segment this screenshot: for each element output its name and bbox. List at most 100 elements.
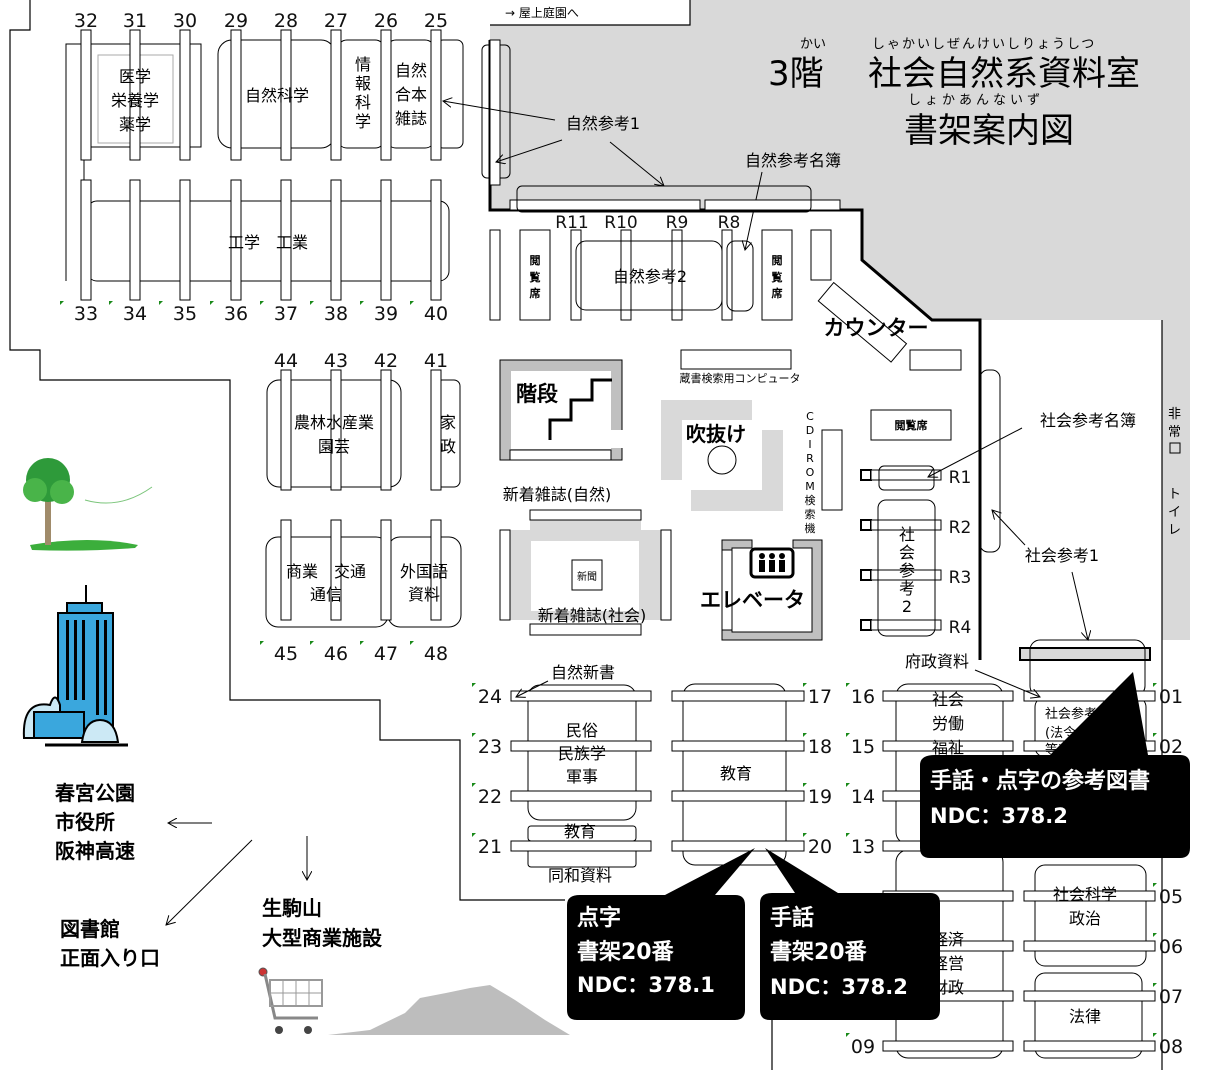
svg-text:市役所: 市役所 [55, 810, 115, 834]
shelf-number: 23 [478, 736, 502, 758]
shelf-number: 21 [478, 836, 502, 858]
svg-text:R9: R9 [666, 213, 689, 233]
shelf-number: 47 [374, 643, 398, 665]
section-natural-science: 自然科学 [245, 86, 309, 105]
svg-text:D: D [806, 424, 814, 437]
svg-text:新着雑誌(社会): 新着雑誌(社会) [538, 606, 647, 625]
svg-text:福祉: 福祉 [932, 738, 964, 757]
section-natural-bound: 自然 [395, 61, 427, 80]
svg-text:栄養学: 栄養学 [111, 91, 159, 110]
svg-text:手話・点字の参考図書: 手話・点字の参考図書 [930, 768, 1150, 794]
svg-text:エレベータ: エレベータ [700, 588, 805, 612]
opac-terminal[interactable] [680, 349, 792, 370]
shelf [510, 790, 652, 802]
shelf [882, 740, 1014, 752]
shelf-number: 27 [324, 10, 348, 32]
svg-text:M: M [805, 480, 815, 493]
shelf-number: 37 [274, 303, 298, 325]
svg-text:R11: R11 [555, 213, 588, 233]
room-name: 社会自然系資料室 [868, 54, 1140, 94]
svg-text:蔵書検索用コンピュータ: 蔵書検索用コンピュータ [680, 371, 801, 385]
svg-text:席: 席 [530, 286, 541, 300]
svg-text:検: 検 [805, 493, 816, 507]
section-agriculture: 農林水産業 [294, 413, 374, 432]
shelf-number: 35 [173, 303, 197, 325]
shelf [280, 29, 292, 161]
rooftop-garden-link[interactable]: → 屋上庭園へ [505, 5, 579, 20]
shelf-number: 34 [123, 303, 147, 325]
staff-area [488, 0, 1190, 661]
svg-text:R3: R3 [949, 568, 972, 588]
shelf-marker [210, 301, 214, 305]
shelf-number: 40 [424, 303, 448, 325]
svg-text:席: 席 [772, 286, 783, 300]
reading-seat-right: 閲覧席 [895, 418, 928, 432]
shelf-number: 07 [1159, 986, 1183, 1008]
svg-text:C: C [806, 410, 814, 423]
shelf [129, 179, 141, 301]
shelf-number: 25 [424, 10, 448, 32]
shelf-number: 22 [478, 786, 502, 808]
shelf-marker [472, 683, 476, 687]
svg-text:2: 2 [902, 597, 912, 616]
section-medicine: 医学 [119, 67, 151, 86]
shelf [330, 29, 342, 161]
city-hall-building-icon [22, 585, 128, 747]
section-dowa: 同和資料 [548, 866, 612, 885]
svg-text:R1: R1 [949, 468, 972, 488]
svg-text:覧: 覧 [529, 270, 541, 284]
shelf-marker [260, 641, 264, 645]
shelf-number: 43 [324, 350, 348, 372]
shelf-marker [803, 783, 807, 787]
svg-text:常: 常 [1168, 425, 1181, 440]
shelf [430, 519, 442, 621]
shelf-block-top [65, 29, 464, 301]
shelf-number: 02 [1159, 736, 1183, 758]
shelf-marker [846, 833, 850, 837]
svg-text:報: 報 [355, 74, 371, 93]
natural-ref2-label: 自然参考2 [613, 267, 687, 286]
svg-text:労働: 労働 [932, 714, 964, 733]
shelf-number: 18 [808, 736, 832, 758]
shelf-number: 13 [851, 836, 875, 858]
shelf-number: 19 [808, 786, 832, 808]
shelf-marker [1153, 983, 1157, 987]
shelf-number: 09 [851, 1036, 875, 1058]
shelf-number: 45 [274, 643, 298, 665]
shelf-marker [60, 301, 64, 305]
shelf-number: 01 [1159, 686, 1183, 708]
shelf-marker [109, 301, 113, 305]
shelf-number: 48 [424, 643, 448, 665]
new-magazines: 新着雑誌(自然) 新聞 新着雑誌(社会) [499, 485, 672, 636]
section-social-science: 社会科学 [1053, 885, 1117, 904]
svg-text:大型商業施設: 大型商業施設 [262, 926, 383, 950]
newspaper-label: 新聞 [577, 570, 597, 583]
shelf-number: 16 [851, 686, 875, 708]
svg-text:会: 会 [899, 543, 915, 562]
svg-text:レ: レ [1168, 523, 1181, 538]
outer-wall-right [771, 320, 1163, 1070]
shelf-marker [1153, 1033, 1157, 1037]
section-foreign: 外国語 [400, 562, 448, 581]
svg-text:R4: R4 [949, 618, 972, 638]
svg-text:薬学: 薬学 [119, 115, 151, 134]
svg-text:点字: 点字 [577, 905, 621, 931]
svg-text:I: I [808, 438, 811, 451]
shelf-marker [1153, 933, 1157, 937]
svg-text:しょかあんないず: しょかあんないず [908, 93, 1044, 108]
shelf-marker [472, 833, 476, 837]
shelf-marker [310, 641, 314, 645]
shelf [1023, 1040, 1156, 1052]
svg-text:NDC：378.2: NDC：378.2 [770, 975, 908, 999]
shelf [882, 690, 1014, 702]
svg-text:学: 学 [355, 112, 371, 131]
shelf [671, 740, 805, 752]
callout-reference: 手話・点字の参考図書 NDC：378.2 [920, 672, 1190, 858]
shelf-number: 14 [851, 786, 875, 808]
svg-text:阪神高速: 阪神高速 [55, 839, 135, 863]
section-education-small: 教育 [564, 822, 596, 841]
shelf [510, 840, 652, 852]
tree-icon [23, 458, 153, 551]
